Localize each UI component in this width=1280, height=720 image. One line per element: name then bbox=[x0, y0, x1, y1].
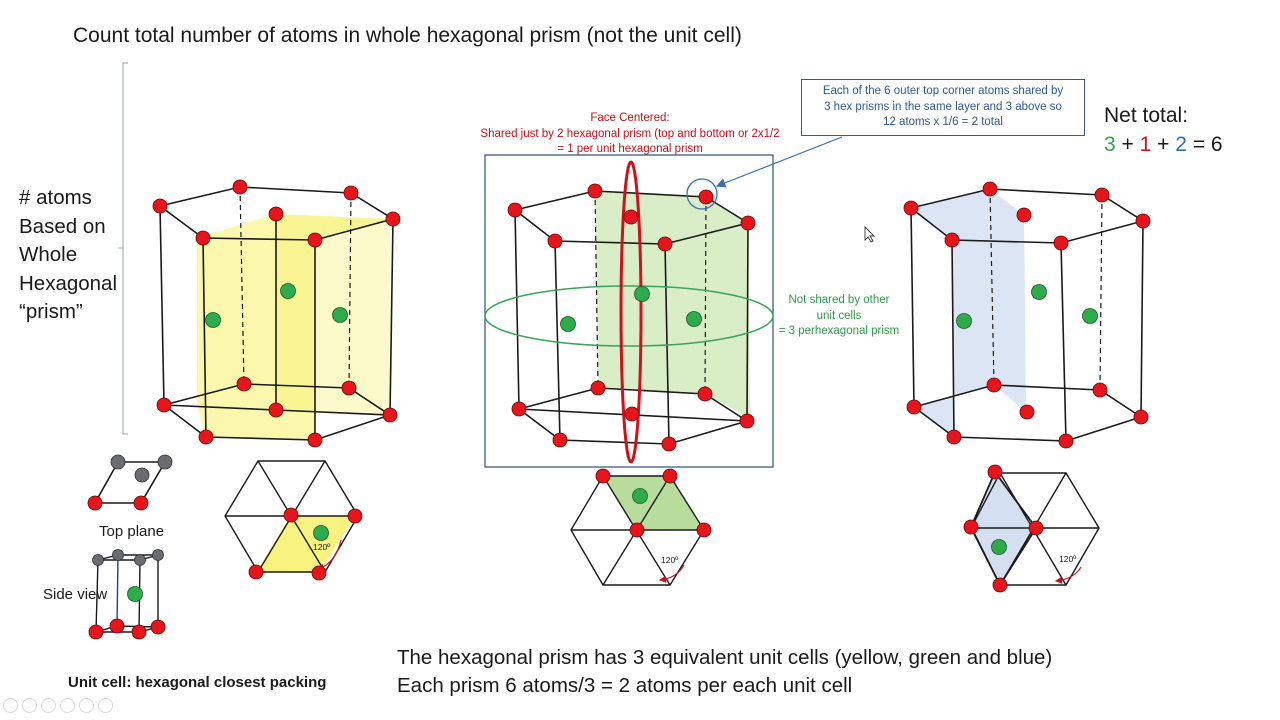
face-note-line: Shared just by 2 hexagonal prism (top an… bbox=[480, 127, 780, 140]
page-title: Count total number of atoms in whole hex… bbox=[73, 24, 742, 47]
left-label-line: # atoms bbox=[19, 186, 92, 209]
face-note-line: Face Centered: bbox=[590, 112, 670, 124]
left-label-line: Hexagonal bbox=[19, 271, 118, 295]
net-result: = 6 bbox=[1186, 133, 1223, 156]
unit-cell-top-plane bbox=[87, 454, 173, 511]
not-shared-note: Not shared by other unit cells = 3 perhe… bbox=[770, 293, 908, 340]
unit-cell-label: Unit cell: hexagonal closest packing bbox=[68, 674, 327, 691]
more-icon[interactable] bbox=[98, 698, 113, 713]
net-total-title: Net total: bbox=[1104, 104, 1189, 127]
back-icon[interactable] bbox=[3, 698, 18, 713]
left-label-line: “prism” bbox=[19, 300, 83, 323]
prism-green bbox=[484, 136, 843, 468]
left-bracket bbox=[118, 62, 128, 435]
net-term-green: 3 bbox=[1104, 133, 1116, 156]
side-view-label: Side view bbox=[43, 586, 108, 603]
angle-label-left: 120º bbox=[313, 542, 330, 552]
hexagon-top-view-green bbox=[570, 468, 712, 586]
corner-highlight-circle bbox=[686, 178, 718, 210]
bottom-summary-line: The hexagonal prism has 3 equivalent uni… bbox=[397, 646, 1053, 669]
not-shared-line: Not shared by other bbox=[788, 294, 890, 306]
face-centered-ellipse bbox=[619, 160, 643, 464]
net-total-equation: 3 + 1 + 2 = 6 bbox=[1104, 133, 1223, 157]
copy-icon[interactable] bbox=[60, 698, 75, 713]
net-term-red: 1 bbox=[1139, 133, 1152, 156]
not-shared-line: unit cells bbox=[816, 309, 862, 322]
middle-frame bbox=[484, 154, 774, 468]
middle-layer-ellipse bbox=[484, 285, 774, 347]
callout-text: Each of the 6 outer top corner atoms sha… bbox=[801, 84, 1085, 131]
zoom-icon[interactable] bbox=[79, 698, 94, 713]
forward-icon[interactable] bbox=[22, 698, 37, 713]
not-shared-line: = 3 perhexagonal prism bbox=[778, 325, 900, 337]
hexagon-top-view-yellow bbox=[224, 460, 363, 581]
callout-line: 12 atoms x 1/6 = 2 total bbox=[883, 116, 1003, 128]
unit-cell-side-view bbox=[88, 549, 166, 640]
pen-icon[interactable] bbox=[41, 698, 56, 713]
hexagon-top-view-blue bbox=[963, 464, 1100, 593]
angle-label-right: 120º bbox=[1059, 554, 1076, 564]
prism-blue bbox=[903, 181, 1151, 449]
callout-arrow bbox=[715, 136, 843, 188]
presentation-toolbar bbox=[3, 698, 117, 718]
left-label-line: Based on bbox=[19, 214, 106, 238]
mouse-cursor-icon bbox=[864, 225, 876, 243]
face-centered-note: Face Centered: Shared just by 2 hexagona… bbox=[455, 111, 805, 158]
net-term-blue: 2 bbox=[1175, 133, 1187, 156]
left-label-line: Whole bbox=[19, 243, 78, 266]
top-plane-label: Top plane bbox=[99, 523, 165, 540]
prism-yellow bbox=[152, 179, 401, 448]
bottom-summary-line: Each prism 6 atoms/3 = 2 atoms per each … bbox=[397, 674, 853, 697]
bottom-summary: The hexagonal prism has 3 equivalent uni… bbox=[397, 644, 1052, 700]
callout-line: Each of the 6 outer top corner atoms sha… bbox=[822, 85, 1064, 97]
face-note-line: = 1 per unit hexagonal prism bbox=[557, 143, 703, 155]
angle-label-middle: 120º bbox=[661, 555, 678, 565]
net-plus: + bbox=[1115, 133, 1140, 156]
callout-line: 3 hex prisms in the same layer and 3 abo… bbox=[824, 100, 1062, 113]
callout-box bbox=[801, 79, 1085, 136]
net-plus: + bbox=[1151, 133, 1176, 156]
left-side-label: # atoms Based on Whole Hexagonal “prism” bbox=[19, 184, 117, 327]
